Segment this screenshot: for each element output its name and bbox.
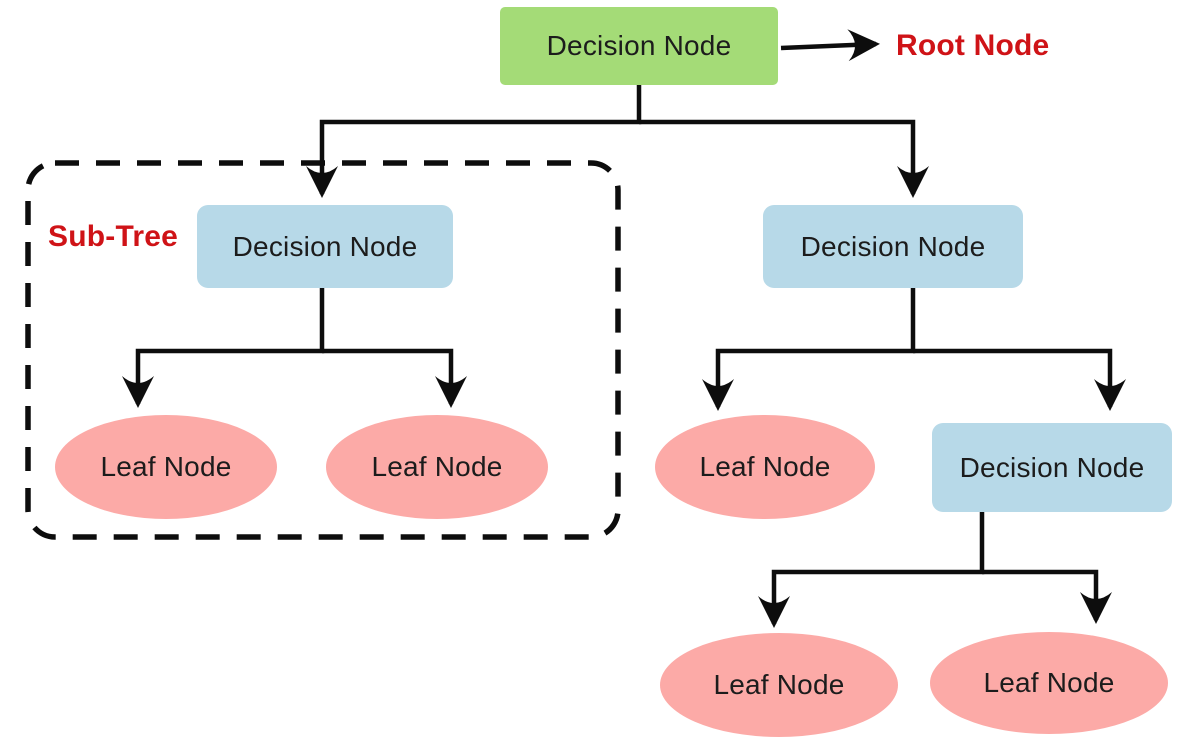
edge-right-decision-to-lower-decision [913,348,1126,411]
edge-subtree-to-leaf-right [322,348,467,408]
edge-root-to-subtree-decision [306,85,642,198]
edge-root-to-right-decision [639,119,929,198]
lower-decision-node: Decision Node [932,423,1172,512]
root-decision-node: Decision Node [500,7,778,85]
lower-leaf-node-right: Leaf Node [930,632,1168,734]
edge-root-pointer [780,29,880,62]
edge-subtree-to-leaf-left [122,288,325,408]
edge-lower-decision-to-leaf-left [758,512,985,628]
subtree-leaf-node-right: Leaf Node [326,415,548,519]
edge-lower-decision-to-leaf-right [982,569,1112,624]
right-decision-node: Decision Node [763,205,1023,288]
right-leaf-node: Leaf Node [655,415,875,519]
root-node-label: Root Node [896,29,1050,62]
subtree-leaf-node-left: Leaf Node [55,415,277,519]
subtree-decision-node: Decision Node [197,205,453,288]
edge-right-decision-to-leaf [702,288,916,411]
subtree-label: Sub-Tree [48,220,178,253]
lower-leaf-node-left: Leaf Node [660,633,898,737]
